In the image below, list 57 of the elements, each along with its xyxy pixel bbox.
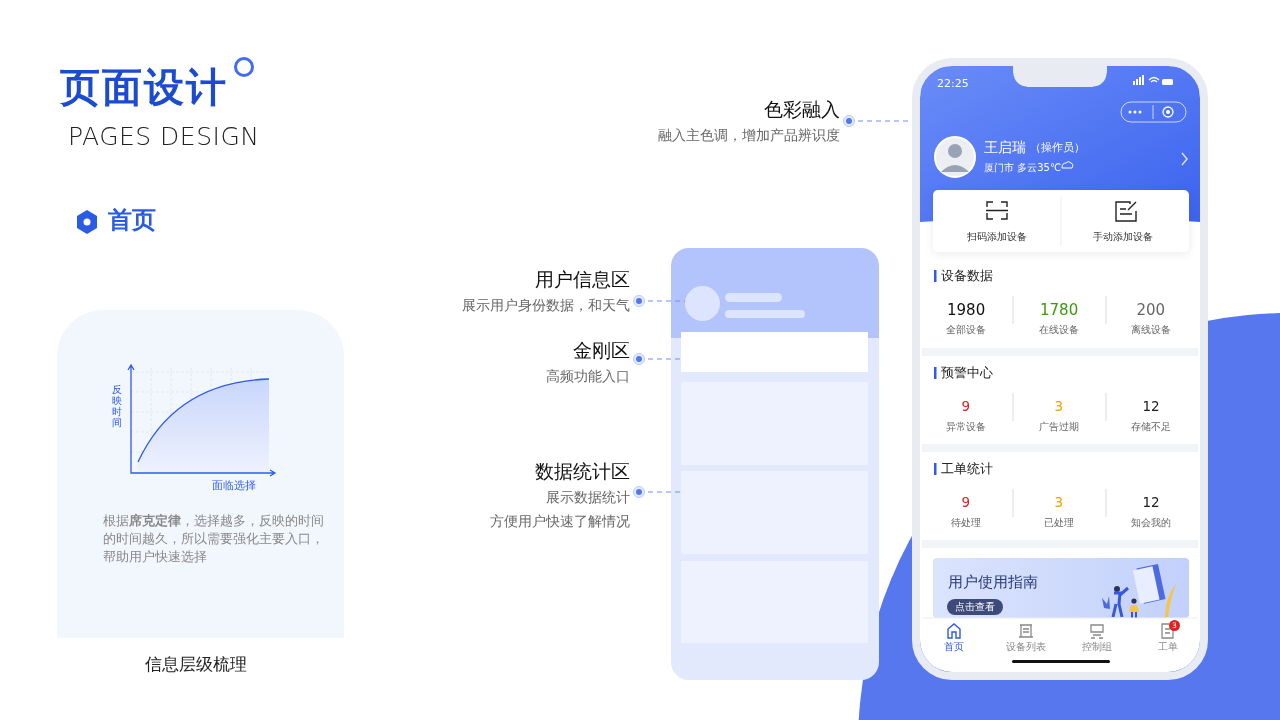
- stat-label: 知会我的: [1131, 517, 1171, 530]
- leader-line: [633, 295, 686, 307]
- stat-value: 12: [1142, 398, 1160, 414]
- callout-description: 高频功能入口: [546, 367, 630, 386]
- callout-description: 展示用户身份数据，和天气: [462, 296, 630, 315]
- leader-line: [633, 353, 682, 365]
- description-text: 根据席克定律，选择越多，反映的时间的时间越久，所以需要强化主要入口，帮助用户快速选择: [103, 512, 325, 566]
- location-weather: 厦门市 多云35℃: [984, 161, 1062, 175]
- wireframe-card: [681, 471, 868, 554]
- tab-label: 工单: [1158, 641, 1178, 654]
- stat-label: 广告过期: [1039, 421, 1079, 434]
- callout-title: 色彩融入: [764, 97, 840, 122]
- tab-label: 设备列表: [1006, 641, 1046, 654]
- status-time: 22:25: [937, 77, 969, 90]
- stat-label: 离线设备: [1131, 324, 1171, 337]
- stat-value: 1780: [1040, 301, 1079, 319]
- stat-value: 1980: [947, 301, 986, 319]
- stat-label: 待处理: [951, 517, 981, 530]
- tab-label: 首页: [944, 641, 964, 654]
- callout-description: 融入主色调，增加产品辨识度: [658, 126, 840, 145]
- leader-line: [633, 486, 682, 498]
- axis-label: 面临选择: [212, 478, 256, 493]
- section-title: 设备数据: [941, 268, 993, 285]
- callout-title: 用户信息区: [535, 267, 630, 292]
- avatar-placeholder: [685, 286, 720, 321]
- wireframe-phone: [671, 248, 879, 680]
- axis-label: 反映时间: [112, 384, 122, 428]
- page-title: 页面设计: [60, 63, 228, 112]
- stat-value: 200: [1136, 301, 1166, 319]
- stat-value: 12: [1142, 494, 1160, 510]
- page-subtitle: PAGES DESIGN: [68, 122, 260, 151]
- section-heading: 首页: [108, 205, 156, 236]
- view-button: 点击查看: [947, 599, 1003, 615]
- tab-label: 控制组: [1082, 641, 1112, 654]
- callout-description: 方便用户快速了解情况: [490, 512, 630, 531]
- stat-label: 在线设备: [1039, 324, 1079, 337]
- stat-label: 存储不足: [1131, 421, 1171, 434]
- action-label: 手动添加设备: [1093, 230, 1153, 244]
- action-label: 扫码添加设备: [967, 230, 1027, 244]
- card-caption: 信息层级梳理: [145, 653, 247, 676]
- stat-value: 3: [1054, 398, 1064, 414]
- phone-frame: [912, 58, 1208, 680]
- stat-label: 异常设备: [946, 421, 986, 434]
- banner-title: 用户使用指南: [948, 573, 1038, 592]
- callout-description: 展示数据统计: [546, 488, 630, 507]
- stat-label: 全部设备: [946, 324, 986, 337]
- stat-value: 3: [1054, 494, 1064, 510]
- stat-value: 9: [961, 494, 971, 510]
- callout-title: 金刚区: [573, 338, 630, 363]
- stat-label: 已处理: [1044, 517, 1074, 530]
- section-title: 预警中心: [941, 365, 993, 382]
- callout-title: 数据统计区: [535, 459, 630, 484]
- wireframe-card: [681, 332, 868, 372]
- section-title: 工单统计: [941, 461, 993, 478]
- user-name: 王启瑞: [984, 139, 1026, 157]
- stat-value: 9: [961, 398, 971, 414]
- user-role: （操作员）: [1030, 141, 1085, 155]
